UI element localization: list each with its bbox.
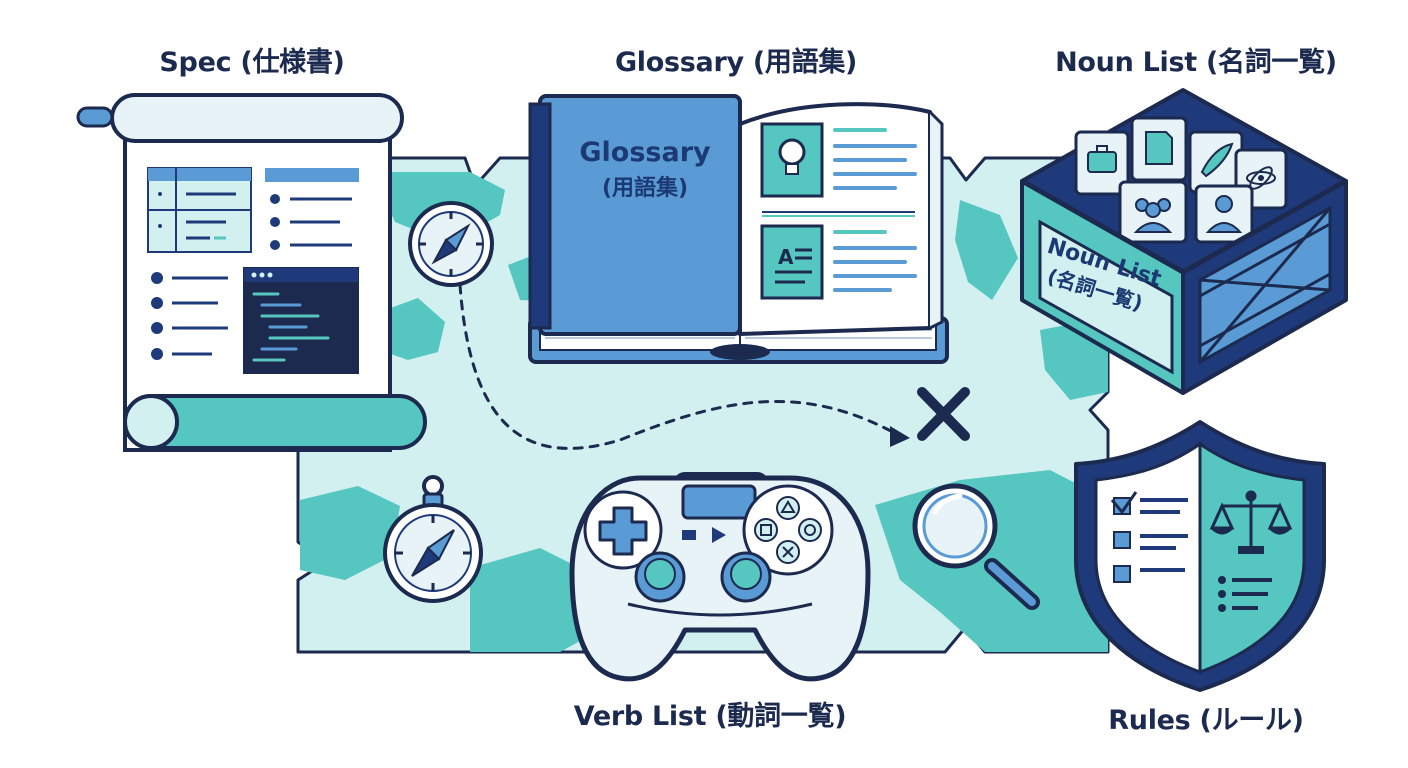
spec-list bbox=[151, 272, 228, 360]
shield-right-half bbox=[1198, 441, 1306, 675]
document-card bbox=[1130, 116, 1188, 182]
glossary-entry-lines-1 bbox=[833, 128, 917, 190]
land-mass-east bbox=[955, 200, 1018, 300]
glossary-label: Glossary (用語集) bbox=[614, 47, 858, 78]
crate-label-plate bbox=[1038, 219, 1174, 375]
code-window-icon bbox=[243, 267, 359, 374]
person-card bbox=[1194, 184, 1254, 244]
glossary-entry-lines-2 bbox=[833, 230, 917, 292]
route-arrowhead bbox=[890, 426, 910, 447]
rocket-card bbox=[1188, 130, 1244, 194]
noun-crate-icon: Noun List (名詞一覧) bbox=[1020, 88, 1348, 395]
spec-scroll-icon bbox=[76, 93, 427, 452]
noun-list-label: Noun List (名詞一覧) bbox=[1055, 47, 1337, 78]
scales-of-justice-icon bbox=[1209, 490, 1293, 554]
spec-table bbox=[147, 167, 252, 253]
magnifying-glass-icon bbox=[912, 483, 1040, 610]
verb-list-label: Verb List (動詞一覧) bbox=[573, 701, 847, 732]
land-mass-southwest bbox=[300, 486, 400, 580]
spec-bullet-list bbox=[265, 168, 359, 250]
briefcase-card bbox=[1074, 130, 1130, 196]
lightbulb-icon bbox=[760, 122, 824, 198]
spec-label: Spec (仕様書) bbox=[159, 47, 345, 78]
rule-lines-icon bbox=[1218, 576, 1272, 612]
compass-icon bbox=[408, 201, 494, 287]
x-mark-icon bbox=[917, 387, 970, 441]
right-thumbstick-icon bbox=[720, 551, 772, 603]
land-mass-west bbox=[385, 298, 445, 360]
pocket-compass-icon bbox=[383, 475, 483, 603]
letter-entry-glyph: A bbox=[778, 245, 794, 269]
left-thumbstick-icon bbox=[634, 551, 686, 603]
land-mass-south bbox=[470, 548, 600, 652]
rules-shield-icon bbox=[1074, 420, 1326, 692]
team-card bbox=[1118, 180, 1188, 244]
letter-entry-icon: A bbox=[760, 224, 824, 300]
face-buttons-icon bbox=[742, 484, 834, 576]
glossary-book-icon: A Glossary (用語集) bbox=[528, 94, 949, 364]
treasure-route bbox=[458, 283, 902, 450]
rules-label: Rules (ルール) bbox=[1108, 705, 1304, 736]
checklist-icon bbox=[1110, 491, 1188, 583]
dpad-icon bbox=[598, 506, 648, 556]
game-controller-icon bbox=[569, 472, 871, 682]
book-cover-subtitle: (用語集) bbox=[602, 175, 688, 201]
book-cover-title: Glossary bbox=[579, 137, 711, 168]
